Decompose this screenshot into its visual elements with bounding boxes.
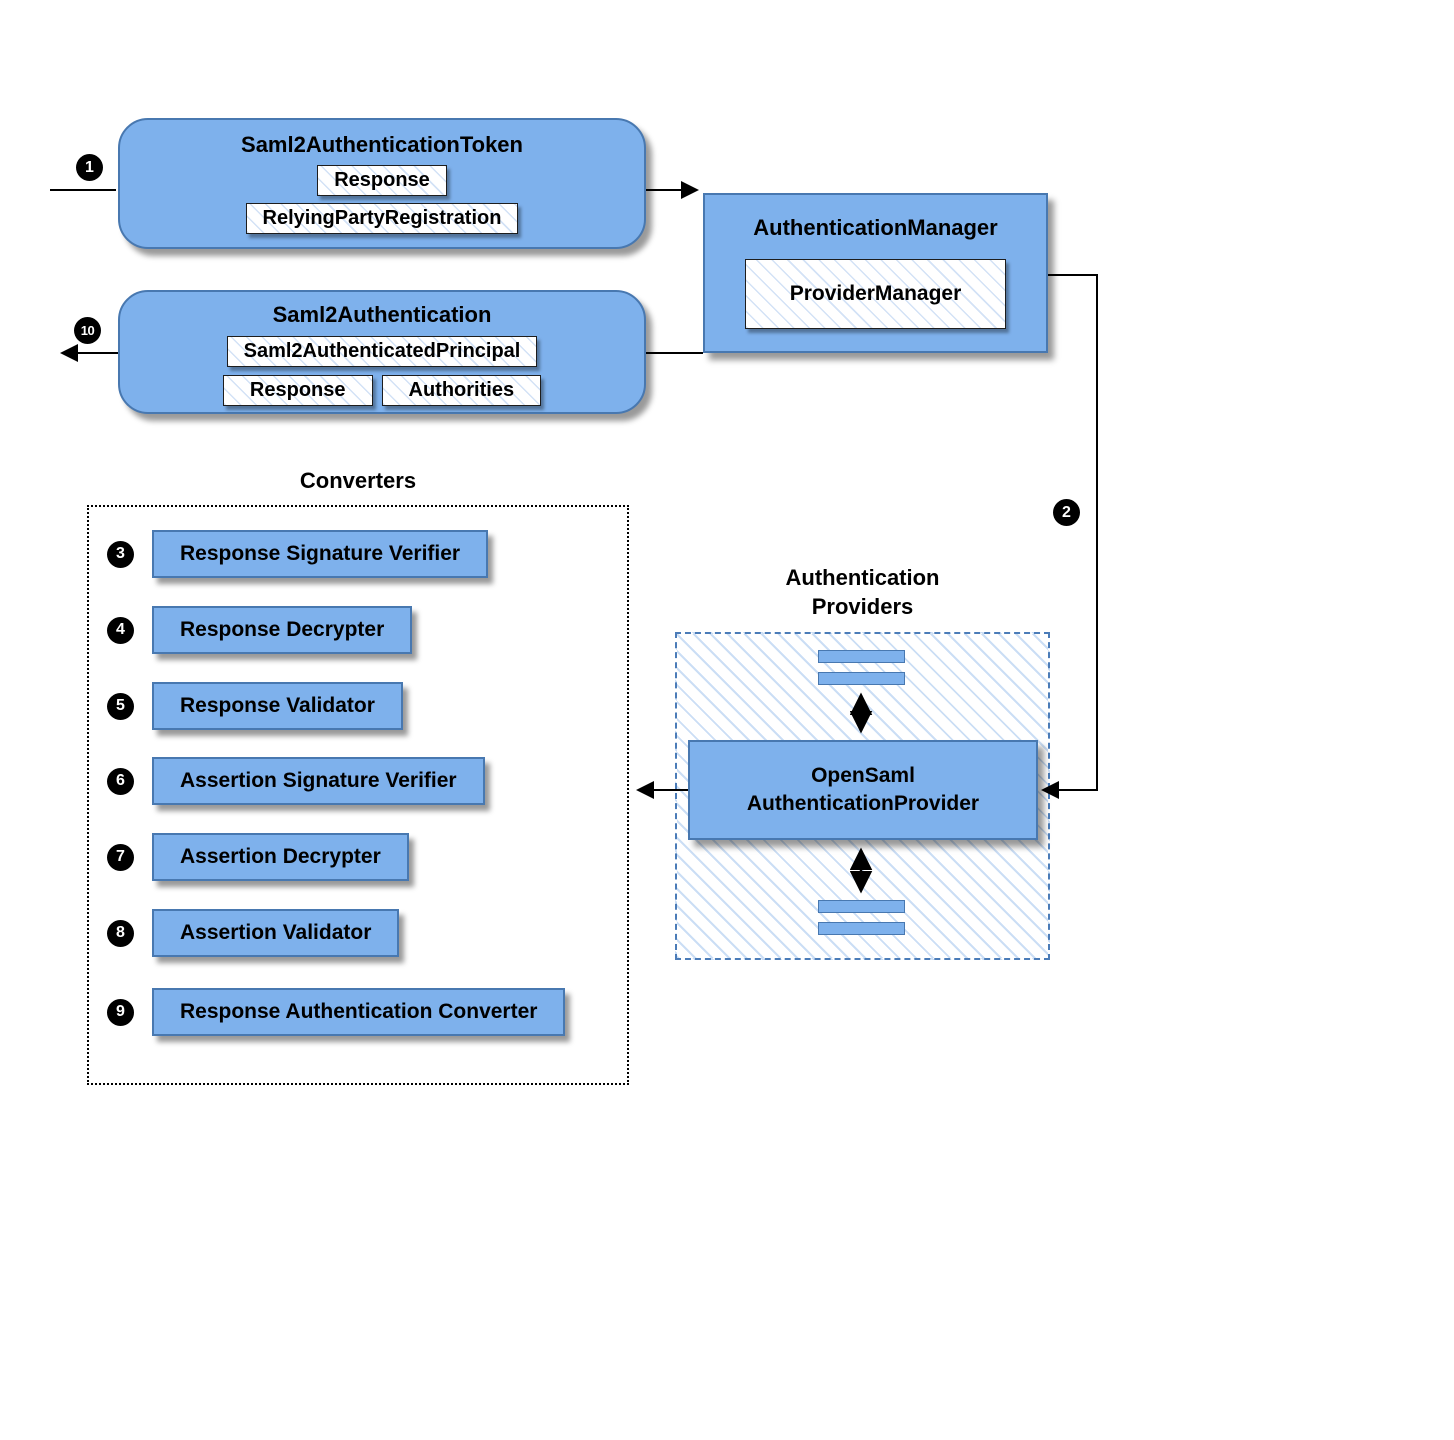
saml2-authentication-response-box: Response — [222, 375, 373, 406]
saml2-authenticated-principal-box: Saml2AuthenticatedPrincipal — [226, 336, 538, 367]
step-5-badge: 5 — [107, 692, 134, 720]
authentication-providers-title: Authentication Providers — [675, 563, 1050, 621]
converter-row: 4 Response Decrypter — [107, 606, 413, 654]
converter-row: 3 Response Signature Verifier — [107, 530, 489, 578]
saml2-authentication-authorities-box: Authorities — [381, 375, 542, 406]
authentication-manager-title: AuthenticationManager — [753, 215, 998, 240]
saml2-authentication-node: Saml2Authentication Saml2AuthenticatedPr… — [118, 290, 646, 414]
step-1-badge: 1 — [76, 154, 103, 181]
token-response-box: Response — [317, 165, 447, 196]
provider-placeholder-bar — [818, 650, 905, 663]
step-6-badge: 6 — [107, 767, 134, 795]
assertion-signature-verifier-box: Assertion Signature Verifier — [152, 757, 485, 805]
step-2-badge: 2 — [1053, 499, 1080, 526]
step-10-badge: 10 — [74, 317, 101, 344]
step-7-badge: 7 — [107, 843, 134, 871]
authentication-manager-node: AuthenticationManager ProviderManager — [703, 193, 1048, 353]
saml2-authentication-token-title: Saml2AuthenticationToken — [241, 132, 523, 157]
opensaml-title-line1: OpenSaml — [811, 763, 915, 787]
converter-row: 6 Assertion Signature Verifier — [107, 757, 485, 805]
saml2-authentication-bottom-row: Response Authorities — [222, 375, 542, 406]
response-decrypter-box: Response Decrypter — [152, 606, 413, 654]
step-3-badge: 3 — [107, 540, 134, 568]
provider-placeholder-bar — [818, 672, 905, 685]
converter-row: 7 Assertion Decrypter — [107, 833, 409, 881]
opensaml-authentication-provider-node: OpenSaml AuthenticationProvider — [688, 740, 1038, 840]
converter-row: 9 Response Authentication Converter — [107, 988, 566, 1036]
provider-placeholder-bar — [818, 900, 905, 913]
saml2-authentication-title: Saml2Authentication — [272, 302, 492, 327]
step-9-badge: 9 — [107, 998, 134, 1026]
step-8-badge: 8 — [107, 919, 134, 947]
arrow-manager-to-opensaml-provider — [1041, 274, 1098, 799]
authentication-providers-title-line2: Providers — [811, 594, 914, 619]
converter-row: 8 Assertion Validator — [107, 909, 400, 957]
response-authentication-converter-box: Response Authentication Converter — [152, 988, 566, 1036]
authentication-providers-title-line1: Authentication — [785, 565, 940, 590]
converters-title: Converters — [299, 468, 417, 493]
assertion-decrypter-box: Assertion Decrypter — [152, 833, 409, 881]
provider-placeholder-bar — [818, 922, 905, 935]
assertion-validator-box: Assertion Validator — [152, 909, 400, 957]
token-relying-party-registration-box: RelyingPartyRegistration — [245, 203, 519, 234]
step-4-badge: 4 — [107, 616, 134, 644]
converters-group-box — [87, 505, 629, 1085]
response-validator-box: Response Validator — [152, 682, 403, 730]
opensaml-title-line2: AuthenticationProvider — [746, 792, 980, 815]
converter-row: 5 Response Validator — [107, 682, 403, 730]
saml2-authentication-token-node: Saml2AuthenticationToken Response Relyin… — [118, 118, 646, 249]
provider-manager-box: ProviderManager — [744, 259, 1007, 329]
response-signature-verifier-box: Response Signature Verifier — [152, 530, 489, 578]
